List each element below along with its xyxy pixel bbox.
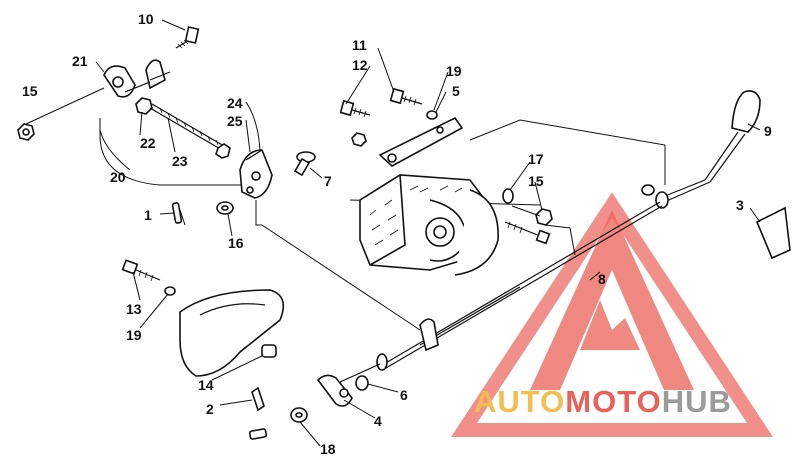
- callout-14: 14: [198, 377, 214, 393]
- callout-18: 18: [320, 441, 336, 457]
- cotter-pin-1: [171, 202, 183, 224]
- nut-15-left: [17, 87, 105, 141]
- rod-end-21: [103, 59, 171, 98]
- threaded-rod-23: [135, 97, 231, 159]
- callout-13: 13: [126, 301, 142, 317]
- bolt-12: [339, 99, 371, 118]
- callout-5: 5: [452, 83, 460, 99]
- callout-20: 20: [110, 169, 126, 185]
- leader-lines: [95, 19, 761, 447]
- callout-12: 12: [352, 57, 368, 73]
- bolt-13: [121, 259, 161, 282]
- watermark-logo: AUTOMOTOHUB: [451, 192, 773, 437]
- bolt-caliper: [504, 221, 551, 245]
- watermark-triangle: [530, 210, 694, 390]
- callout-4: 4: [374, 413, 382, 429]
- watermark-word-hub: HUB: [662, 384, 732, 419]
- pin-bottom: [248, 428, 268, 440]
- pad-3: [755, 206, 791, 260]
- callout-25: 25: [227, 113, 243, 129]
- brake-caliper: [359, 174, 499, 276]
- callout-7: 7: [324, 173, 332, 189]
- bolt-10: [175, 26, 200, 49]
- callout-2: 2: [206, 401, 214, 417]
- callout-1: 1: [144, 207, 152, 223]
- callout-15-right: 15: [528, 173, 544, 189]
- callout-24: 24: [227, 95, 243, 111]
- callout-16: 16: [228, 235, 244, 251]
- clevis: [376, 318, 439, 371]
- callout-15-left: 15: [22, 83, 38, 99]
- hand-lever-9: [641, 90, 761, 209]
- callout-labels: 10 21 15 22 23 20 24 25 7 1 16 11 12 19 …: [22, 11, 772, 457]
- watermark-triangle-outline: [451, 192, 773, 437]
- bellcrank-24: [239, 149, 273, 199]
- callout-19-top: 19: [446, 63, 462, 79]
- assembly-guides: [99, 118, 666, 331]
- watermark-word-moto: MOTO: [565, 384, 661, 419]
- washer-19-bottom: [164, 286, 176, 296]
- callout-21: 21: [72, 53, 88, 69]
- callout-19-bottom: 19: [126, 327, 142, 343]
- callout-8: 8: [598, 271, 606, 287]
- washer-16: [216, 201, 234, 215]
- pin-7: [293, 151, 316, 177]
- callout-3: 3: [736, 197, 744, 213]
- washer-18: [290, 407, 308, 423]
- svg-text:AUTOMOTOHUB: AUTOMOTOHUB: [474, 384, 732, 419]
- callout-6: 6: [400, 387, 408, 403]
- washer-19-top: [426, 110, 438, 120]
- cotter-pin-2: [251, 386, 265, 412]
- rod-end-4: [316, 363, 381, 407]
- bolt-11: [389, 87, 423, 106]
- callout-10: 10: [138, 11, 154, 27]
- washer-6: [355, 375, 369, 391]
- nut-15-right: [511, 205, 553, 226]
- callout-9: 9: [764, 123, 772, 139]
- watermark-word-auto: AUTO: [474, 384, 565, 419]
- callout-11: 11: [352, 37, 367, 53]
- lever-plate-5: [378, 116, 464, 167]
- washer-17: [502, 188, 514, 204]
- callout-22: 22: [140, 135, 156, 151]
- spacer-14: [261, 344, 277, 358]
- brake-guard: [179, 289, 285, 377]
- nut-center: [351, 132, 367, 147]
- callout-17: 17: [528, 151, 544, 167]
- callout-23: 23: [172, 153, 188, 169]
